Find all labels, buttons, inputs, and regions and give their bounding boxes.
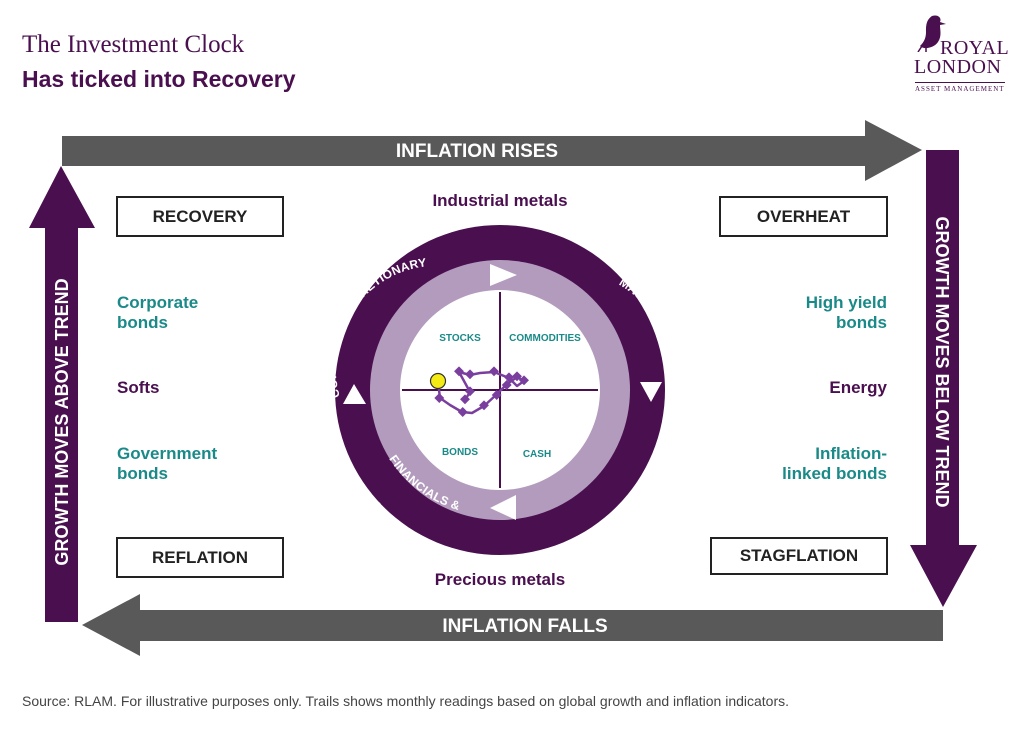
triangle-down-icon xyxy=(640,382,662,402)
asset-high-yield-bonds: High yield bonds xyxy=(700,293,887,333)
trail-point xyxy=(489,366,499,377)
inflation-falls-label: INFLATION FALLS xyxy=(442,616,607,637)
inflation-falls-arrow: INFLATION FALLS xyxy=(82,594,943,656)
asset-corporate-bonds-line2: bonds xyxy=(117,313,168,332)
growth-above-trend-label: GROWTH MOVES ABOVE TREND xyxy=(52,278,72,565)
phase-stagflation: STAGFLATION xyxy=(710,537,888,575)
trail-point xyxy=(454,366,464,377)
asset-government-bonds-line1: Government xyxy=(117,444,218,463)
trail-point xyxy=(512,371,522,382)
phase-reflation: REFLATION xyxy=(116,537,284,578)
growth-below-trend-label: GROWTH MOVES BELOW TREND xyxy=(932,217,952,508)
trail-point xyxy=(434,393,445,403)
triangle-right-icon xyxy=(490,264,517,286)
page-subtitle: Has ticked into Recovery xyxy=(22,66,296,92)
trail-point xyxy=(457,407,468,417)
logo-line-asset-management: ASSET MANAGEMENT xyxy=(915,82,1005,93)
trail-point xyxy=(504,372,514,383)
monthly-trail xyxy=(429,366,529,417)
phase-overheat: OVERHEAT xyxy=(719,196,888,237)
asset-government-bonds-line2: bonds xyxy=(117,464,168,483)
asset-precious-metals: Precious metals xyxy=(434,570,566,589)
asset-inflation-linked-bonds-line2: linked bonds xyxy=(782,464,887,483)
asset-government-bonds: Government bonds xyxy=(117,444,217,484)
asset-corporate-bonds: Corporate bonds xyxy=(117,293,198,333)
asset-high-yield-bonds-line1: High yield xyxy=(805,293,887,312)
quadrant-stocks: STOCKS xyxy=(439,333,481,344)
asset-corporate-bonds-line1: Corporate xyxy=(117,293,199,312)
triangle-up-icon xyxy=(343,384,366,404)
current-position-marker xyxy=(429,372,447,390)
quadrant-cash: CASH xyxy=(523,449,551,460)
phase-recovery: RECOVERY xyxy=(116,196,284,237)
asset-industrial-metals: Industrial metals xyxy=(432,191,568,210)
royal-london-logo: ROYAL LONDON ASSET MANAGEMENT xyxy=(910,10,1015,95)
growth-above-trend-arrow: GROWTH MOVES ABOVE TREND xyxy=(29,166,95,622)
quadrant-commodities: COMMODITIES xyxy=(509,333,581,344)
logo-line-royal: ROYAL xyxy=(940,37,1010,59)
clock: TECHNOLOGY & INDUSTRIALS TELECOM, STAPLE… xyxy=(325,178,682,593)
inflation-rises-arrow: INFLATION RISES xyxy=(62,120,922,181)
asset-inflation-linked-bonds-line1: Inflation- xyxy=(815,444,887,463)
logo-line-london: LONDON xyxy=(914,56,1002,78)
trail-points xyxy=(434,366,529,417)
trail-point xyxy=(519,375,529,386)
trail-point xyxy=(479,400,489,411)
trail-point xyxy=(491,390,502,400)
asset-softs: Softs xyxy=(117,378,160,397)
asset-energy: Energy xyxy=(829,378,887,397)
asset-high-yield-bonds-line2: bonds xyxy=(836,313,887,332)
source-note: Source: RLAM. For illustrative purposes … xyxy=(22,693,790,709)
page-title: The Investment Clock xyxy=(22,31,245,58)
inflation-rises-label: INFLATION RISES xyxy=(396,141,558,162)
trail-point xyxy=(501,380,512,390)
quadrant-bonds: BONDS xyxy=(442,447,478,458)
trail-point xyxy=(465,386,475,397)
trail-point xyxy=(465,369,475,380)
trail-point xyxy=(460,394,470,405)
growth-below-trend-arrow: GROWTH MOVES BELOW TREND xyxy=(910,150,977,607)
triangle-left-icon xyxy=(490,495,516,520)
pelican-icon xyxy=(917,15,946,52)
asset-inflation-linked-bonds: Inflation- linked bonds xyxy=(700,444,887,484)
